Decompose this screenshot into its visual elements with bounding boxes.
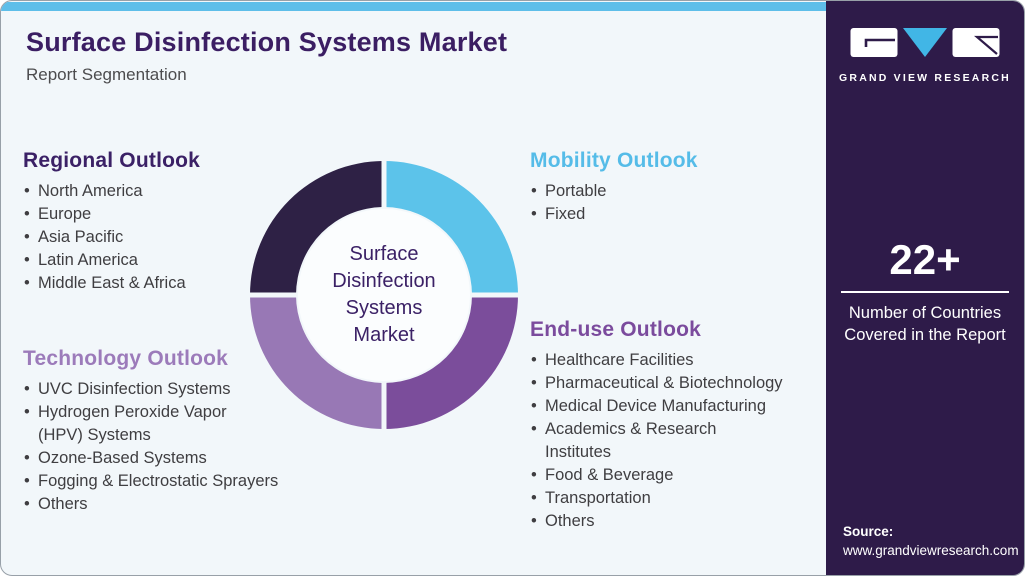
brand-logo: GRAND VIEW RESEARCH xyxy=(826,27,1024,84)
donut-hole xyxy=(298,209,470,381)
section-regional-outlook: Regional Outlook North AmericaEuropeAsia… xyxy=(23,149,283,295)
list-item: Transportation xyxy=(530,487,826,510)
gvr-logo-icon xyxy=(850,28,1000,57)
list-item: Portable xyxy=(530,180,820,203)
donut-segment-technology xyxy=(250,295,384,429)
list-item: Pharmaceutical & Biotechnology xyxy=(530,372,826,395)
sidebar: GRAND VIEW RESEARCH 22+ Number of Countr… xyxy=(826,1,1024,575)
source-label: Source: xyxy=(843,524,894,539)
top-accent-bar xyxy=(1,2,828,11)
donut-segment-enduse xyxy=(384,295,518,429)
center-label-line: Disinfection xyxy=(332,270,436,292)
stat-divider xyxy=(841,291,1009,293)
donut-segment-regional xyxy=(250,161,384,295)
enduse-outlook-list: Healthcare FacilitiesPharmaceutical & Bi… xyxy=(530,349,826,533)
list-item: Academics & Research Institutes xyxy=(530,418,826,464)
center-label-line: Surface xyxy=(349,243,419,265)
list-item: Middle East & Africa xyxy=(23,272,283,295)
list-item: Hydrogen Peroxide Vapor (HPV) Systems xyxy=(23,401,308,447)
mobility-outlook-list: PortableFixed xyxy=(530,180,820,226)
donut-chart-svg xyxy=(250,161,518,429)
brand-logo-text: GRAND VIEW RESEARCH xyxy=(839,72,1011,84)
logo-v-triangle xyxy=(903,28,947,57)
section-mobility-outlook: Mobility Outlook PortableFixed xyxy=(530,149,820,226)
technology-outlook-list: UVC Disinfection SystemsHydrogen Peroxid… xyxy=(23,378,308,516)
list-item: Others xyxy=(530,510,826,533)
list-item: North America xyxy=(23,180,283,203)
page-title: Surface Disinfection Systems Market xyxy=(26,27,508,57)
logo-g-glyph xyxy=(864,38,895,47)
list-item: Fixed xyxy=(530,203,820,226)
list-item: Fogging & Electrostatic Sprayers xyxy=(23,470,308,493)
list-item: Ozone-Based Systems xyxy=(23,447,308,470)
countries-stat: 22+ Number of Countries Covered in the R… xyxy=(826,239,1024,346)
list-item: Others xyxy=(23,493,308,516)
list-item: Medical Device Manufacturing xyxy=(530,395,826,418)
list-item: UVC Disinfection Systems xyxy=(23,378,308,401)
list-item: Food & Beverage xyxy=(530,464,826,487)
regional-outlook-heading: Regional Outlook xyxy=(23,149,201,172)
section-enduse-outlook: End-use Outlook Healthcare FacilitiesPha… xyxy=(530,318,826,533)
center-label-line: Systems xyxy=(345,297,423,319)
enduse-outlook-heading: End-use Outlook xyxy=(530,318,701,341)
regional-outlook-list: North AmericaEuropeAsia PacificLatin Ame… xyxy=(23,180,283,295)
stat-caption: Number of Countries Covered in the Repor… xyxy=(844,304,1006,344)
logo-r-glyph xyxy=(974,35,998,55)
source-url: www.grandviewresearch.com xyxy=(843,543,1019,558)
technology-outlook-heading: Technology Outlook xyxy=(23,347,229,370)
donut-segment-mobility xyxy=(384,161,518,295)
header: Surface Disinfection Systems Market Repo… xyxy=(26,27,507,85)
source-block: Source: www.grandviewresearch.com xyxy=(843,524,1019,558)
stat-value: 22+ xyxy=(889,236,961,283)
list-item: Latin America xyxy=(23,249,283,272)
section-technology-outlook: Technology Outlook UVC Disinfection Syst… xyxy=(23,347,308,516)
center-label-line: Market xyxy=(353,324,415,346)
page-subtitle: Report Segmentation xyxy=(26,65,187,84)
list-item: Asia Pacific xyxy=(23,226,283,249)
mobility-outlook-heading: Mobility Outlook xyxy=(530,149,698,172)
list-item: Europe xyxy=(23,203,283,226)
list-item: Healthcare Facilities xyxy=(530,349,826,372)
